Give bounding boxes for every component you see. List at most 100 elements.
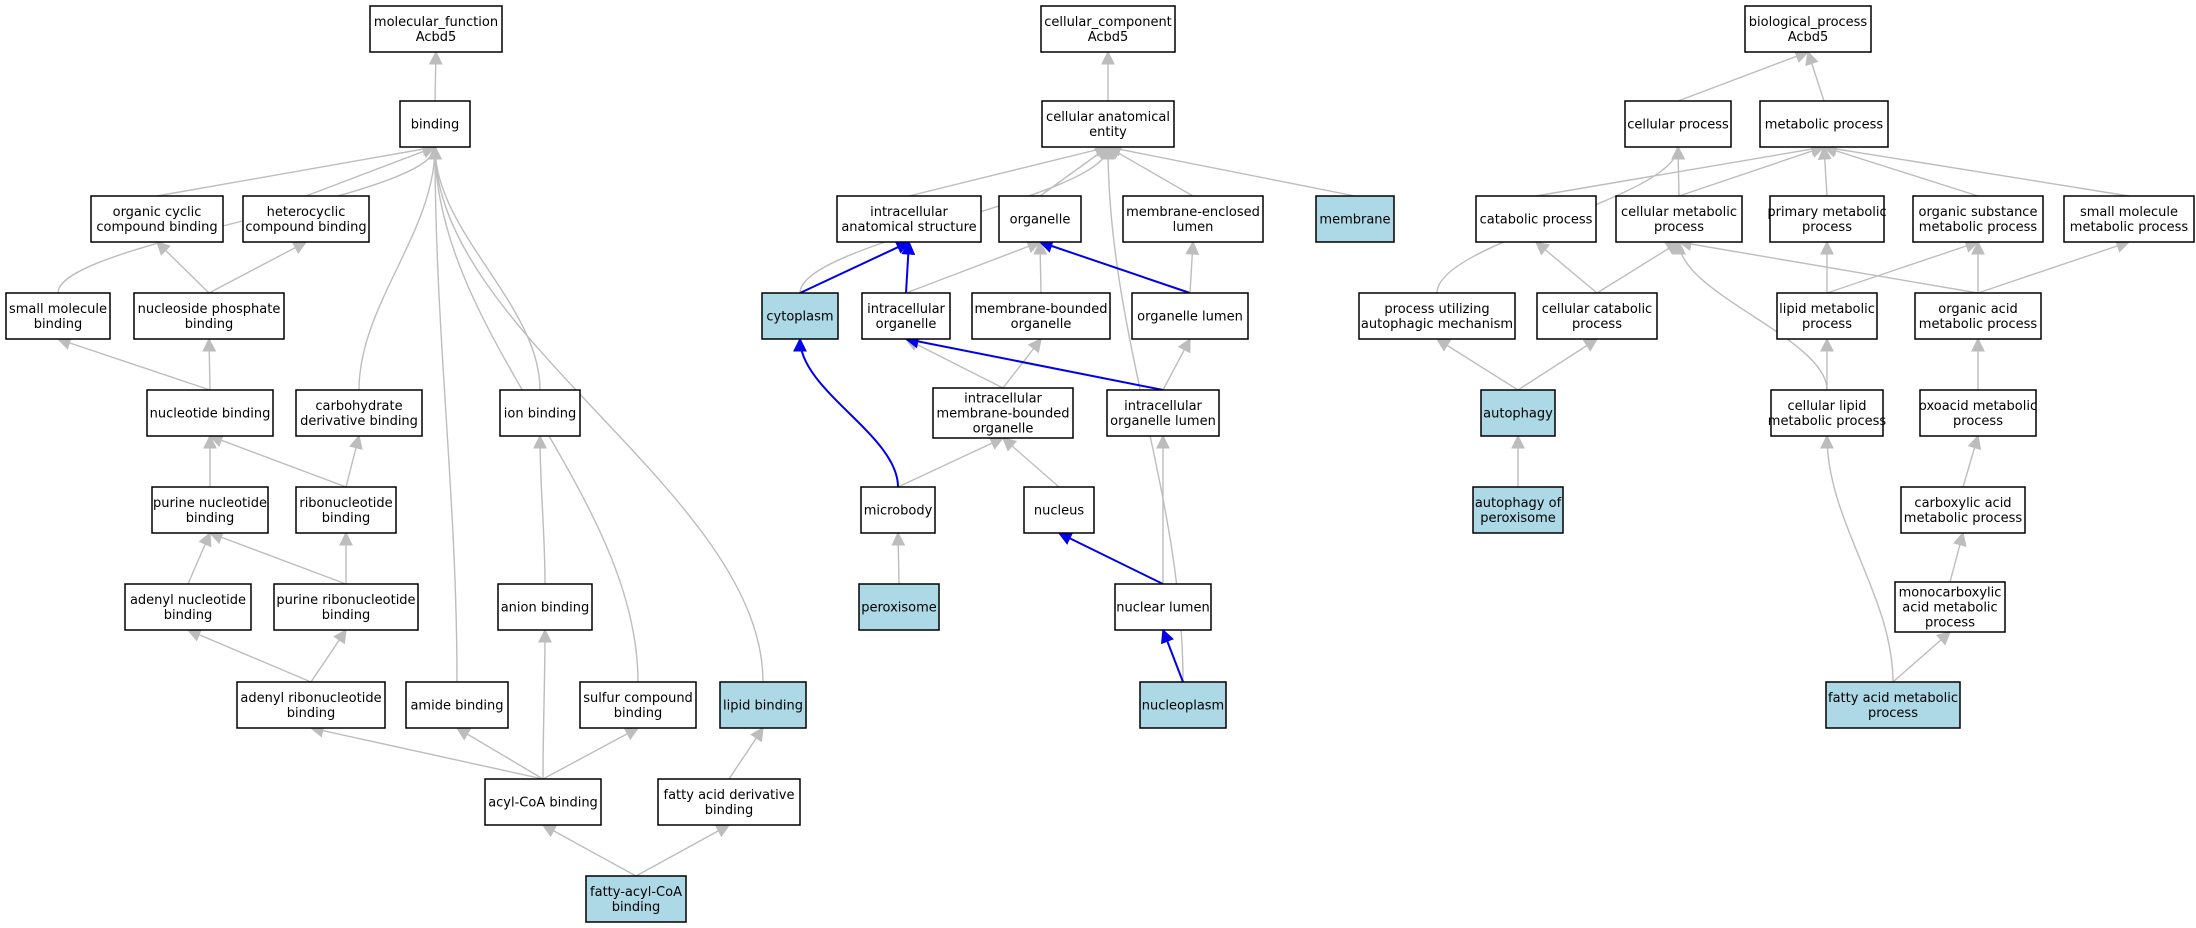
term-label: binding: [705, 803, 753, 818]
edge-layer: [56, 49, 2131, 877]
term-box: [1536, 292, 1658, 340]
term-node-organelle[interactable]: organelle: [998, 195, 1082, 243]
term-node-anion-binding[interactable]: anion binding: [497, 583, 593, 631]
term-label: process: [1572, 317, 1622, 332]
term-node-lipid-binding[interactable]: lipid binding: [719, 681, 807, 729]
term-box: [497, 583, 593, 631]
term-box: [369, 5, 503, 53]
term-box: [1624, 100, 1732, 148]
term-node-organelle-lumen[interactable]: organelle lumen: [1131, 292, 1249, 340]
edge: [1534, 241, 1598, 294]
term-label: ion binding: [504, 407, 576, 422]
term-node-amide-binding[interactable]: amide binding: [405, 681, 509, 729]
term-box: [1106, 389, 1220, 437]
term-node-peroxisome[interactable]: peroxisome: [858, 583, 940, 631]
term-node-cellular-process[interactable]: cellular process: [1624, 100, 1732, 148]
edge: [1672, 240, 1828, 391]
term-label: metabolic process: [1904, 511, 2023, 526]
term-node-autophagy[interactable]: autophagy: [1480, 389, 1556, 437]
term-node-cytoplasm[interactable]: cytoplasm: [761, 292, 839, 340]
term-box: [1914, 292, 2042, 340]
edge: [1106, 146, 1194, 197]
edge: [1033, 240, 1048, 294]
edge: [905, 239, 1042, 294]
term-label: binding: [287, 706, 335, 721]
term-label: binding: [322, 511, 370, 526]
term-box: [295, 389, 423, 437]
term-label: metabolic process: [1765, 118, 1884, 133]
edge-highlighted: [1160, 628, 1184, 683]
term-label: lipid binding: [723, 699, 803, 714]
edge: [1678, 144, 1826, 197]
term-node-membrane[interactable]: membrane: [1315, 195, 1395, 243]
term-box: [761, 292, 839, 340]
term-node-metabolic-process[interactable]: metabolic process: [1759, 100, 1889, 148]
term-node-microbody[interactable]: microbody: [860, 486, 936, 534]
term-box: [719, 681, 807, 729]
term-label: process: [1953, 414, 2003, 429]
edge: [428, 50, 443, 102]
term-node-binding[interactable]: binding: [399, 100, 471, 148]
term-box: [405, 681, 509, 729]
term-label: carbohydrate: [315, 399, 402, 414]
term-node-nucleoplasm[interactable]: nucleoplasm: [1139, 681, 1227, 729]
term-box: [1131, 292, 1249, 340]
term-node-ion-binding[interactable]: ion binding: [499, 389, 581, 437]
term-label: process: [1654, 220, 1704, 235]
term-label: nucleotide binding: [150, 407, 271, 422]
edge-highlighted: [904, 334, 1164, 391]
term-label: binding: [186, 511, 234, 526]
term-label: Acbd5: [416, 30, 457, 45]
term-label: anion binding: [501, 601, 590, 616]
edge: [358, 145, 442, 391]
edge-highlighted: [901, 240, 916, 294]
edge: [309, 723, 544, 780]
term-node-nucleus[interactable]: nucleus: [1023, 486, 1095, 534]
term-node-nuclear-lumen[interactable]: nuclear lumen: [1114, 583, 1212, 631]
term-label: cellular process: [1627, 118, 1729, 133]
term-node-acyl-coa[interactable]: acyl-CoA binding: [484, 778, 602, 826]
term-label: heterocyclic: [267, 205, 346, 220]
term-node-catabolic[interactable]: catabolic process: [1475, 195, 1597, 243]
term-node-nucleotide-binding[interactable]: nucleotide binding: [146, 389, 274, 437]
term-box: [1041, 100, 1175, 148]
edge-highlighted: [793, 337, 899, 488]
